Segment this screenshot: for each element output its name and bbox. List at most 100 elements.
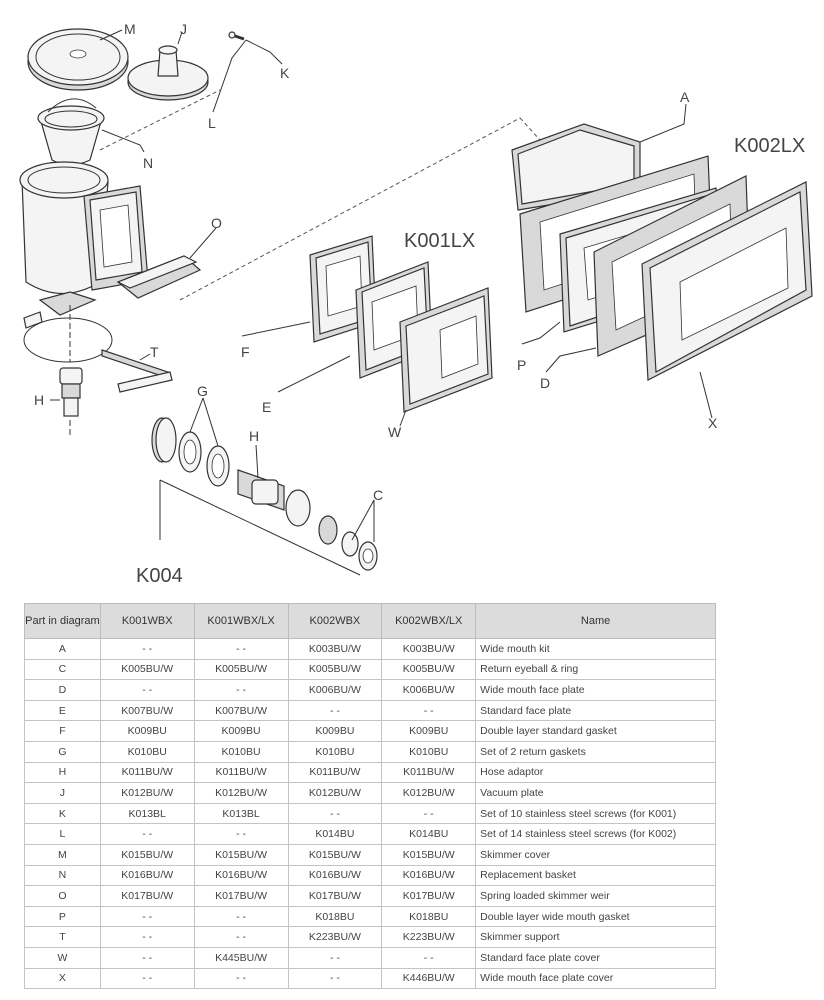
part-letter-cell: X [24, 967, 101, 990]
part-name-cell: Spring loaded skimmer weir [475, 885, 716, 907]
part-code-cell: K005BU/W [381, 658, 477, 681]
basket-drawing [37, 98, 145, 166]
skimmer-cover-drawing [27, 28, 129, 91]
part-name-cell: Vacuum plate [475, 782, 716, 804]
label-f: F [241, 344, 250, 360]
part-code-cell: - - [381, 802, 477, 825]
screw-drawing [212, 31, 283, 113]
part-code-cell: K012BU/W [99, 782, 195, 804]
part-letter-cell: C [24, 658, 101, 681]
part-code-cell: - - [193, 967, 289, 990]
hose-adaptor-drawing [50, 305, 83, 438]
part-code-cell: - - [99, 967, 195, 990]
part-code-cell: K016BU/W [193, 864, 289, 887]
part-code-cell: K017BU/W [287, 885, 383, 907]
part-name-cell: Set of 10 stainless steel screws (for K0… [475, 802, 716, 825]
part-letter-cell: T [24, 926, 101, 948]
part-letter-cell: H [24, 761, 101, 784]
part-code-cell: K010BU [381, 740, 477, 763]
part-code-cell: - - [99, 946, 195, 969]
part-name-cell: Replacement basket [475, 864, 716, 887]
part-code-cell: K223BU/W [287, 926, 383, 948]
skimmer-support-drawing [23, 311, 173, 393]
return-assembly-drawing [151, 397, 378, 576]
part-letter-cell: O [24, 885, 101, 907]
part-code-cell: K005BU/W [287, 658, 383, 681]
part-code-cell: K017BU/W [99, 885, 195, 907]
part-letter-cell: F [24, 720, 101, 742]
parts-table: Part in diagram K001WBX K001WBX/LX K002W… [24, 603, 716, 990]
column-header: K002WBX [287, 603, 383, 639]
part-code-cell: K015BU/W [287, 843, 383, 866]
label-k: K [280, 65, 290, 81]
part-code-cell: - - [287, 802, 383, 825]
part-code-cell: K223BU/W [381, 926, 477, 948]
part-code-cell: - - [381, 946, 477, 969]
part-code-cell: K016BU/W [99, 864, 195, 887]
label-e: E [262, 399, 271, 415]
part-letter-cell: L [24, 823, 101, 845]
column-header: K002WBX/LX [381, 603, 477, 639]
part-code-cell: K010BU [193, 740, 289, 763]
part-code-cell: - - [99, 679, 195, 701]
part-name-cell: Hose adaptor [475, 761, 716, 784]
part-name-cell: Standard face plate [475, 699, 716, 722]
label-p: P [517, 357, 526, 373]
part-code-cell: K018BU [287, 905, 383, 928]
part-code-cell: K012BU/W [193, 782, 289, 804]
kit-label-k004: K004 [136, 565, 183, 587]
part-code-cell: K006BU/W [287, 679, 383, 701]
vacuum-plate-drawing [127, 31, 209, 101]
part-code-cell: - - [99, 638, 195, 660]
part-letter-cell: A [24, 638, 101, 660]
part-code-cell: K005BU/W [193, 658, 289, 681]
part-code-cell: - - [193, 926, 289, 948]
label-h-return: H [249, 428, 259, 444]
part-name-cell: Standard face plate cover [475, 946, 716, 969]
part-code-cell: K011BU/W [99, 761, 195, 784]
exploded-parts-diagram: M J K L N O T H G H C F E W A P D X K001… [19, 21, 813, 587]
part-code-cell: - - [287, 946, 383, 969]
part-code-cell: - - [99, 905, 195, 928]
part-name-cell: Wide mouth face plate [475, 679, 716, 701]
part-name-cell: Wide mouth kit [475, 638, 716, 660]
part-letter-cell: G [24, 740, 101, 763]
part-name-cell: Return eyeball & ring [475, 658, 716, 681]
part-code-cell: K009BU [193, 720, 289, 742]
part-code-cell: K011BU/W [287, 761, 383, 784]
part-code-cell: K009BU [99, 720, 195, 742]
label-j: J [180, 21, 187, 37]
column-header: Name [475, 603, 716, 639]
part-letter-cell: J [24, 782, 101, 804]
part-letter-cell: E [24, 699, 101, 722]
label-h-skimmer: H [34, 392, 44, 408]
part-code-cell: K011BU/W [381, 761, 477, 784]
part-code-cell: K017BU/W [193, 885, 289, 907]
skimmer-body-drawing [19, 161, 149, 316]
label-c: C [373, 487, 383, 503]
column-header: K001WBX/LX [193, 603, 289, 639]
part-letter-cell: K [24, 802, 101, 825]
part-code-cell: - - [99, 823, 195, 845]
part-code-cell: K016BU/W [381, 864, 477, 887]
kit-label-k001lx: K001LX [404, 230, 475, 252]
label-d: D [540, 375, 550, 391]
label-w: W [388, 424, 402, 440]
wide-mouth-faceplate-set-drawing [511, 103, 813, 419]
part-code-cell: K007BU/W [99, 699, 195, 722]
part-name-cell: Double layer standard gasket [475, 720, 716, 742]
label-m: M [124, 21, 136, 37]
part-code-cell: K014BU [287, 823, 383, 845]
part-code-cell: K007BU/W [193, 699, 289, 722]
table-header-row: Part in diagram K001WBX K001WBX/LX K002W… [24, 603, 716, 639]
part-code-cell: K015BU/W [193, 843, 289, 866]
